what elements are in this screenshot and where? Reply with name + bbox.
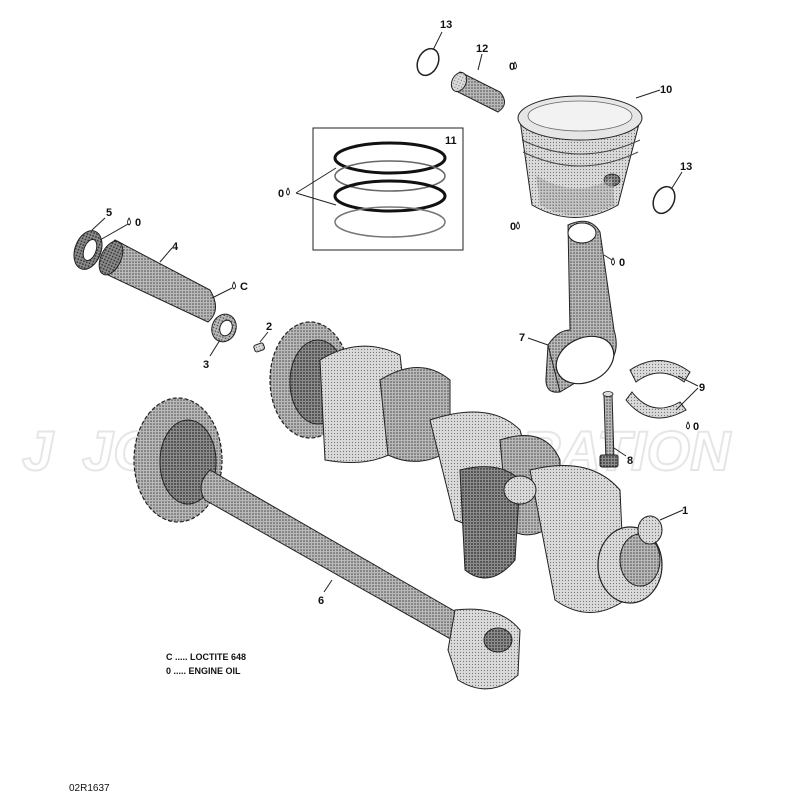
callout-7: 7 (519, 332, 525, 344)
part-12-piston-pin[interactable] (448, 70, 505, 113)
oil-marker-5: 0 (135, 217, 141, 229)
legend-engine-oil: 0 ..... ENGINE OIL (166, 666, 241, 676)
callout-4: 4 (172, 241, 179, 253)
oil-marker-9: 0 (693, 421, 699, 433)
part-5-oil-seal[interactable] (69, 227, 107, 273)
part-13-circlip-right[interactable] (649, 183, 679, 217)
oil-marker-12: 0 (509, 61, 515, 73)
callout-2: 2 (266, 321, 272, 333)
callout-8: 8 (627, 455, 633, 467)
callout-13-top: 13 (440, 19, 452, 31)
part-8-rod-bolt[interactable] (599, 391, 619, 468)
part-13-circlip-top[interactable] (413, 45, 443, 79)
callout-1: 1 (682, 505, 688, 517)
callout-13-right: 13 (680, 161, 692, 173)
callout-11: 11 (445, 135, 457, 147)
oil-marker-7: 0 (619, 257, 625, 269)
part-7-connecting-rod[interactable] (545, 220, 622, 393)
part-4-sleeve[interactable] (94, 237, 216, 323)
callout-3: 3 (203, 359, 209, 371)
legend: C ..... LOCTITE 648 0 ..... ENGINE OIL (166, 652, 246, 676)
callout-5: 5 (106, 207, 112, 219)
callout-12: 12 (476, 43, 488, 55)
part-1-crankshaft[interactable] (269, 321, 663, 613)
part-11-piston-rings[interactable] (312, 127, 464, 251)
part-9-bearing-shells[interactable] (625, 360, 691, 419)
callout-9: 9 (699, 382, 705, 394)
callout-10: 10 (660, 84, 672, 96)
part-2-dowel-pin[interactable] (253, 342, 266, 353)
part-10-piston[interactable] (517, 95, 643, 218)
callout-6: 6 (318, 595, 324, 607)
loctite-marker-4: C (240, 281, 248, 293)
part-6-balance-shaft[interactable] (133, 397, 521, 690)
watermark-left: J (22, 419, 55, 482)
legend-loctite: C ..... LOCTITE 648 (166, 652, 246, 662)
oil-marker-10: 0 (510, 221, 516, 233)
oil-marker-11: 0 (278, 188, 284, 200)
part-3-needle-bearing[interactable] (208, 311, 240, 346)
diagram-code: 02R1637 (69, 783, 110, 794)
